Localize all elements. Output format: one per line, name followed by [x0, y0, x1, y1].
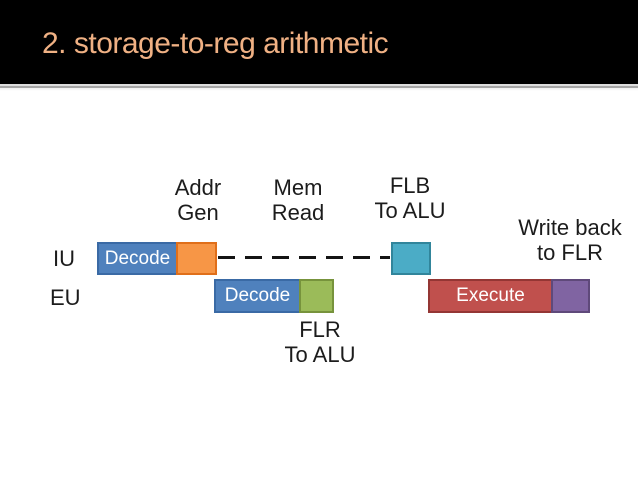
addr-gen-box — [176, 242, 217, 275]
iu-decode-box: Decode — [97, 242, 178, 275]
stage-label-addr-gen: Addr Gen — [175, 175, 221, 225]
stage-label-flb-to-alu: FLB To ALU — [375, 173, 446, 223]
stage-label-line: to FLR — [536, 240, 604, 265]
stage-label-flr-to-alu: FLR To ALU — [285, 317, 356, 367]
write-back-box — [551, 279, 590, 313]
stage-label-mem-read: Mem Read — [272, 175, 325, 225]
dashed-connector — [218, 256, 390, 259]
flr-to-alu-box — [299, 279, 334, 313]
stage-label-line: FLR — [299, 317, 341, 342]
stage-label-write-back: Write back to FLR — [518, 215, 622, 265]
eu-decode-box: Decode — [214, 279, 301, 313]
page-title: 2. storage-to-reg arithmetic — [42, 27, 389, 60]
title-bar: 2. storage-to-reg arithmetic — [0, 0, 638, 84]
eu-decode-box-label: Decode — [224, 285, 291, 306]
stage-label-line: To ALU — [374, 198, 446, 223]
execute-box: Execute — [428, 279, 553, 313]
stage-label-line: Gen — [177, 200, 219, 225]
title-divider — [0, 84, 638, 91]
execute-box-label: Execute — [456, 285, 525, 306]
stage-label-line: Write back — [518, 215, 622, 240]
row-label-eu: EU — [50, 285, 81, 310]
stage-label-line: FLB — [389, 173, 431, 198]
iu-decode-box-label: Decode — [104, 247, 171, 269]
stage-label-line: Mem — [273, 175, 323, 200]
stage-label-line: To ALU — [284, 342, 356, 367]
stage-label-line: Read — [271, 200, 325, 225]
flb-to-alu-box — [391, 242, 431, 275]
row-label-iu: IU — [53, 246, 75, 271]
stage-label-line: Addr — [174, 175, 222, 200]
